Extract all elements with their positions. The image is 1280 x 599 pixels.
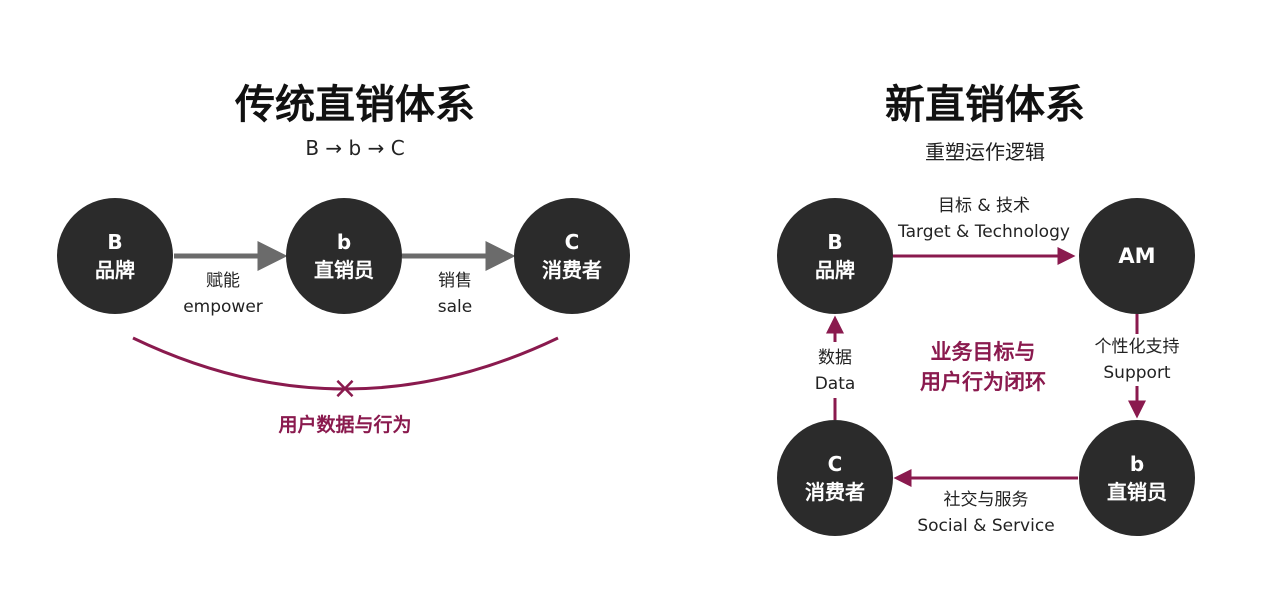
node-letter: b [336, 230, 352, 254]
edge-label-en: Social & Service [917, 516, 1055, 536]
node-name: 直销员 [1107, 480, 1167, 504]
left-title: 传统直销体系 [235, 82, 475, 128]
right-subtitle: 重塑运作逻辑 [925, 140, 1045, 164]
edge-label-target-technology: 目标 & 技术 Target & Technology [898, 193, 1070, 245]
node-salesperson-right: b 直销员 [1079, 420, 1195, 536]
edge-label-empower: 赋能 empower [183, 268, 263, 320]
left-subtitle: B → b → C [305, 136, 405, 160]
edge-label-cn: 数据 [818, 348, 852, 368]
node-letter: B [827, 230, 843, 254]
node-name: 品牌 [815, 258, 855, 282]
node-name: 消费者 [805, 480, 865, 504]
right-title: 新直销体系 [885, 82, 1085, 128]
node-salesperson-left: b 直销员 [286, 198, 402, 314]
node-name: 品牌 [95, 258, 135, 282]
node-letter: C [564, 230, 580, 254]
broken-loop-label: 用户数据与行为 [278, 414, 412, 436]
node-letter: C [827, 452, 843, 476]
edge-label-cn: 销售 [438, 271, 472, 291]
edge-label-support: 个性化支持 Support [1095, 334, 1180, 386]
edge-label-social-service: 社交与服务 Social & Service [917, 487, 1054, 539]
node-name: 消费者 [542, 258, 602, 282]
edge-label-cn: 目标 & 技术 [937, 196, 1031, 216]
edge-label-cn: 赋能 [205, 271, 240, 291]
broken-loop-arc [132, 336, 559, 391]
edge-label-data: 数据 Data [815, 345, 856, 397]
node-consumer-right: C 消费者 [777, 420, 893, 536]
edge-label-en: Target & Technology [898, 222, 1070, 242]
node-letter: AM [1118, 244, 1156, 268]
node-name: 直销员 [314, 258, 374, 282]
node-am: AM [1079, 198, 1195, 314]
edge-label-en: empower [183, 297, 263, 317]
edge-label-cn: 社交与服务 [943, 490, 1029, 510]
closed-loop-label-line1: 业务目标与 [930, 340, 1036, 364]
closed-loop-label: 业务目标与 用户行为闭环 [920, 337, 1046, 397]
edge-label-en: sale [437, 297, 473, 317]
node-letter: b [1129, 452, 1145, 476]
edge-label-en: Support [1103, 363, 1171, 383]
edge-label-cn: 个性化支持 [1094, 337, 1180, 357]
edge-label-sale: 销售 sale [438, 268, 472, 320]
node-letter: B [107, 230, 123, 254]
cross-icon: × [332, 371, 358, 406]
node-consumer-left: C 消费者 [514, 198, 630, 314]
node-brand-right: B 品牌 [777, 198, 893, 314]
node-brand-left: B 品牌 [57, 198, 173, 314]
edge-label-en: Data [814, 374, 856, 394]
closed-loop-label-line2: 用户行为闭环 [920, 370, 1046, 394]
